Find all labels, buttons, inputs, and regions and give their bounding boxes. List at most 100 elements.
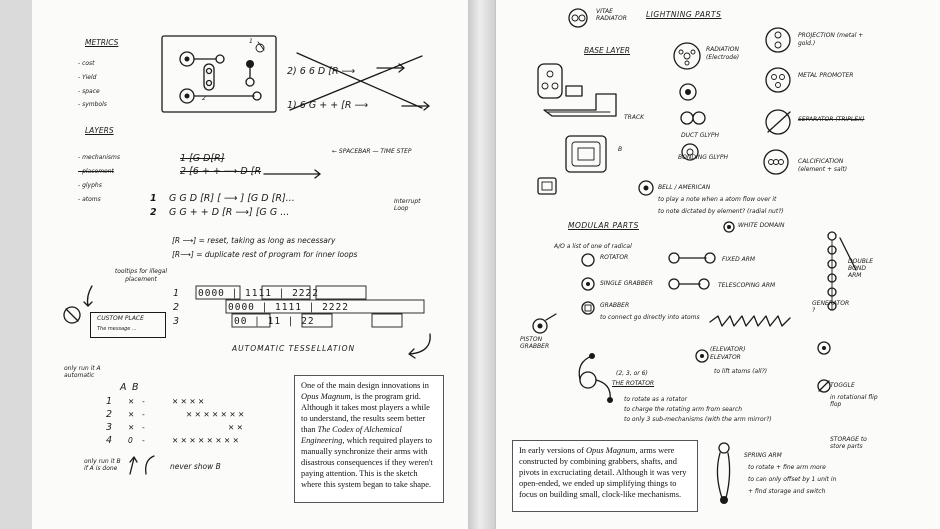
modular-parts-heading: MODULAR PARTS [568,221,639,230]
right-note: GENERATOR ? [812,300,850,314]
base-layer-glyph [537,63,563,99]
definition-line: [R⟶] = duplicate rest of program for inn… [172,250,358,259]
grid-row-number: 1 [173,288,180,299]
white-domain-icon [723,221,735,233]
grabber-icon [581,301,595,315]
ab-row-number: 2 [106,409,113,420]
part-label: SEPARATOR (TRIPLEX) [798,116,865,123]
part-label: RADIATION (Electrode) [706,46,740,61]
track-label: TRACK [624,114,645,121]
toggle-icon [817,341,831,355]
ab-cell: - [142,436,145,445]
caption-text: , arms were constructed by combining gra… [519,446,687,499]
part-label: DUCT GLYPH [681,132,719,139]
struck-row-arrows [263,169,321,179]
struck-row: 2 [6 + + ⟶ D [R [180,166,262,177]
right-page: VITAE RADIATOR LIGHTNING PARTS BASE LAYE… [495,0,940,529]
part-label: METAL PROMOTER [798,72,854,79]
rotator-line: to rotate as a rotator [624,396,687,403]
program-row-number: 2 [150,207,157,218]
scribble [709,315,791,327]
spring-arm-sketch [716,442,731,504]
ab-cell: ✕ [128,397,135,406]
bonding-glyph-icon [681,143,699,161]
layers-heading: LAYERS [85,126,114,135]
left-page: METRICS - cost - Yield - space - symbols… [32,0,469,529]
ab-header: A [120,382,127,393]
elevator-icon [695,349,709,363]
part-label: CALCIFICATION (element + salt) [798,158,848,173]
automatic-tessellation-label: AUTOMATIC TESSELLATION [232,344,356,353]
track-small-box [537,177,557,195]
single-grabber-icon [581,277,595,291]
toggle-icon-2 [817,379,831,393]
layers-item: - placement [78,168,114,175]
program-row-number: 1 [150,193,157,204]
caption-text: One of the main design innovations in [301,381,429,390]
tooltip-title: CUSTOM PLACE [97,315,144,322]
radiation-glyph [673,42,701,70]
caption-game-title: The Codex of Alchemical Engineering [301,425,402,445]
ab-cell: 0 [128,436,133,445]
book-gutter [468,0,495,529]
spring-arm-title: SPRING ARM [744,452,782,459]
struck-row: 1 [G D[R] [180,153,225,164]
layers-item: - glyphs [78,182,102,189]
caption-box: One of the main design innovations in Op… [294,375,444,503]
right-note: STORAGE to store parts [830,436,867,450]
caption-game-title: Opus Magnum [301,392,351,401]
never-show-note: never show B [170,462,221,471]
spring-arm-line: + find storage and switch [748,488,826,495]
modular-item: ROTATOR [600,254,629,261]
elevator-note: to lift atoms (all?) [714,368,768,375]
crossed-program-sketch [289,52,430,111]
right-note: in rotational flip flop [830,394,878,408]
projection-glyph [765,27,791,53]
rotator-line: to charge the rotating arm from search [624,406,743,413]
caption-text: , which required players to manually syn… [301,436,433,489]
ab-marks: ✕ ✕ ✕ ✕ [172,397,205,406]
rotator-formula: (2, 3, or 6) [616,370,648,377]
piston-grabber-icon [532,313,557,334]
caption-text: In early versions of [519,446,586,455]
caption-text: , is the program grid. Although it takes… [301,392,430,434]
modular-item: TELESCOPING ARM [718,282,776,289]
grid-row-number: 2 [173,302,180,313]
ab-row-number: 4 [106,435,113,446]
ab-header: B [132,382,139,393]
diagram-label: 2 [202,95,206,102]
vitae-radiator-icon [568,8,588,28]
modular-item: A/O a list of one of radical [554,243,632,250]
ab-cell: - [142,410,145,419]
grid-row-number: 3 [173,316,180,327]
piston-grabber-label: PISTON GRABBER [520,336,550,350]
spring-arm-line: to rotate + fine arm more [748,464,826,471]
bell-note: to note dictated by element? (radial nut… [658,208,784,215]
ab-marks: ✕ ✕ ✕ ✕ ✕ ✕ ✕ ✕ [172,436,239,445]
metal-promoter-glyph [765,67,791,93]
spacebar-note: ← SPACEBAR — TIME STEP [332,148,412,155]
caption-game-title: Opus Magnum [585,446,636,455]
chain-sketch [827,231,857,311]
layers-item: - mechanisms [78,154,120,161]
arm-icons [668,252,716,290]
rotator-line: to only 3 sub-mechanisms (with the arm m… [624,416,772,423]
right-note: DOUBLE BOND ARM [848,258,873,279]
lightning-parts-heading: LIGHTNING PARTS [646,10,722,19]
ab-cell: - [142,397,145,406]
rotator-sketch [578,353,613,403]
grid-row-cells: 0000 | 1111 | 2222 [228,302,349,313]
interrupt-label: Interrupt Loop [394,198,421,212]
metrics-item: - cost [78,60,95,67]
caption-box: In early versions of Opus Magnum, arms w… [512,440,698,512]
ab-note-top: only run it A automatic [64,365,101,379]
bell-note: to play a note when a atom flow over it [658,196,777,203]
bell-glyph [638,180,654,196]
metrics-heading: METRICS [85,38,119,47]
ab-note-bottom: only run it B if A is done [84,458,121,472]
tooltip-subtitle: The message ... [97,326,137,332]
elevator-title: (ELEVATOR) ELEVATOR [710,346,746,361]
no-placement-icon [63,285,93,324]
ab-marks: ✕ ✕ ✕ ✕ ✕ ✕ ✕ [186,410,245,419]
ab-arrows [129,455,155,475]
